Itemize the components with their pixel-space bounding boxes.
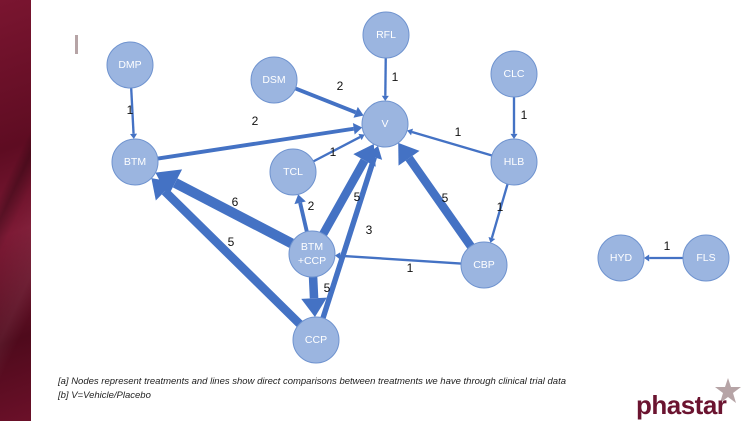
node-dmp: DMP: [106, 41, 154, 89]
sidebar-decoration: [0, 0, 31, 421]
edge-weight-label: 2: [308, 199, 315, 213]
node-label: BTM: [124, 156, 146, 168]
edge-ccp-to-v: [320, 156, 377, 319]
edge-weight-label: 1: [497, 200, 504, 214]
node-circle: [682, 234, 730, 282]
node-clc: CLC: [490, 50, 538, 98]
arrowhead-rfl-to-v: [381, 95, 389, 102]
node-tcl: TCL: [269, 148, 317, 196]
node-label: CLC: [503, 68, 524, 80]
phastar-logo: phastar: [636, 378, 746, 418]
node-label: TCL: [283, 166, 303, 178]
node-btm: BTM: [111, 138, 159, 186]
node-btmccp: BTM +CCP: [288, 230, 336, 278]
node-label: DSM: [262, 74, 285, 86]
arrowhead-ccp-to-btm: [151, 178, 174, 201]
node-label: HYD: [610, 252, 633, 264]
arrowhead-dmp-to-btm: [130, 133, 138, 140]
edge-dmp-to-btm: [130, 87, 135, 134]
edge-weight-label: 1: [127, 103, 134, 117]
edge-tcl-to-v: [312, 135, 361, 163]
edge-weight-label: 1: [521, 108, 528, 122]
node-label: DMP: [118, 59, 141, 71]
arrowhead-btmccp-to-ccp: [301, 297, 327, 318]
edge-ccp-to-btm: [161, 188, 303, 327]
edge-weight-label: 2: [252, 114, 259, 128]
arrowhead-fls-to-hyd: [644, 254, 650, 262]
arrowhead-btm-to-v: [352, 122, 363, 135]
node-rfl: RFL: [362, 11, 410, 59]
edge-weight-label: 6: [232, 195, 239, 209]
node-hyd: HYD: [597, 234, 645, 282]
arrowhead-hlb-to-v: [407, 128, 414, 136]
edge-labels-group: 1 1 2 1 2 1 1 1 6 2 5 5 5 3 5 1 1: [127, 70, 671, 295]
node-circle: [361, 100, 409, 148]
arrowhead-btmccp-to-tcl: [294, 194, 306, 205]
logo-star-icon: [715, 378, 741, 403]
edge-dsm-to-v: [294, 86, 357, 115]
edge-btm-to-v: [157, 126, 355, 161]
edge-hlb-to-v: [411, 130, 493, 157]
node-circle: [288, 230, 336, 278]
node-circle: [292, 316, 340, 364]
edge-btmccp-to-v: [319, 158, 369, 237]
arrowhead-ccp-to-v: [366, 145, 383, 160]
node-circle: [490, 50, 538, 98]
node-cbp: CBP: [460, 241, 508, 289]
node-circle: [111, 138, 159, 186]
title-placeholder-bar: [75, 35, 78, 54]
node-circle: [106, 41, 154, 89]
arrowhead-tcl-to-v: [358, 133, 365, 141]
arrowhead-cbp-to-btmccp: [334, 252, 341, 260]
node-label: V: [381, 118, 388, 130]
footnote-b: [b] V=Vehicle/Placebo: [58, 390, 151, 401]
node-label: RFL: [376, 29, 396, 41]
edge-cbp-to-btmccp: [340, 254, 462, 265]
node-dsm: DSM: [250, 56, 298, 104]
arrowhead-hlb-to-cbp: [488, 236, 496, 243]
edge-weight-label: 5: [442, 191, 449, 205]
node-fls: FLS: [682, 234, 730, 282]
edge-weight-label: 5: [354, 190, 361, 204]
node-circle: [597, 234, 645, 282]
node-circle: [460, 241, 508, 289]
edge-weight-label: 3: [366, 223, 373, 237]
edge-btmccp-to-ccp: [308, 276, 319, 299]
edge-weight-label: 5: [324, 281, 331, 295]
edge-btmccp-to-btm: [172, 178, 294, 248]
nodes-group: DMP RFL DSM CLC V BTM TCL HLB BTM +CCP CBP CCP HYD FL…: [106, 11, 730, 364]
edge-weight-label: 1: [455, 125, 462, 139]
edge-weight-label: 1: [392, 70, 399, 84]
node-label: FLS: [696, 252, 715, 264]
edge-cbp-to-v: [405, 155, 475, 249]
node-ccp: CCP: [292, 316, 340, 364]
edges-group: [130, 57, 683, 327]
node-label: BTM: [301, 241, 323, 253]
footnote-a: [a] Nodes represent treatments and lines…: [58, 376, 566, 387]
edge-hlb-to-cbp: [490, 183, 509, 239]
node-circle: [250, 56, 298, 104]
node-v: V: [361, 100, 409, 148]
node-circle: [362, 11, 410, 59]
edge-weight-label: 5: [228, 235, 235, 249]
node-label: CBP: [473, 259, 495, 271]
logo-text: phastar: [636, 390, 727, 420]
arrowhead-btmccp-to-v: [353, 144, 376, 167]
node-circle: [490, 138, 538, 186]
node-label: +CCP: [298, 255, 326, 267]
arrowhead-dsm-to-v: [353, 106, 364, 118]
node-label: HLB: [504, 156, 524, 168]
edge-weight-label: 1: [330, 145, 337, 159]
arrowhead-clc-to-hlb: [510, 133, 518, 139]
arrowhead-cbp-to-v: [398, 142, 420, 166]
edge-btmccp-to-tcl: [298, 202, 309, 233]
edge-weight-label: 1: [407, 261, 414, 275]
node-circle: [269, 148, 317, 196]
node-hlb: HLB: [490, 138, 538, 186]
node-label: CCP: [305, 334, 327, 346]
edge-weight-label: 2: [337, 79, 344, 93]
edge-weight-label: 1: [664, 239, 671, 253]
